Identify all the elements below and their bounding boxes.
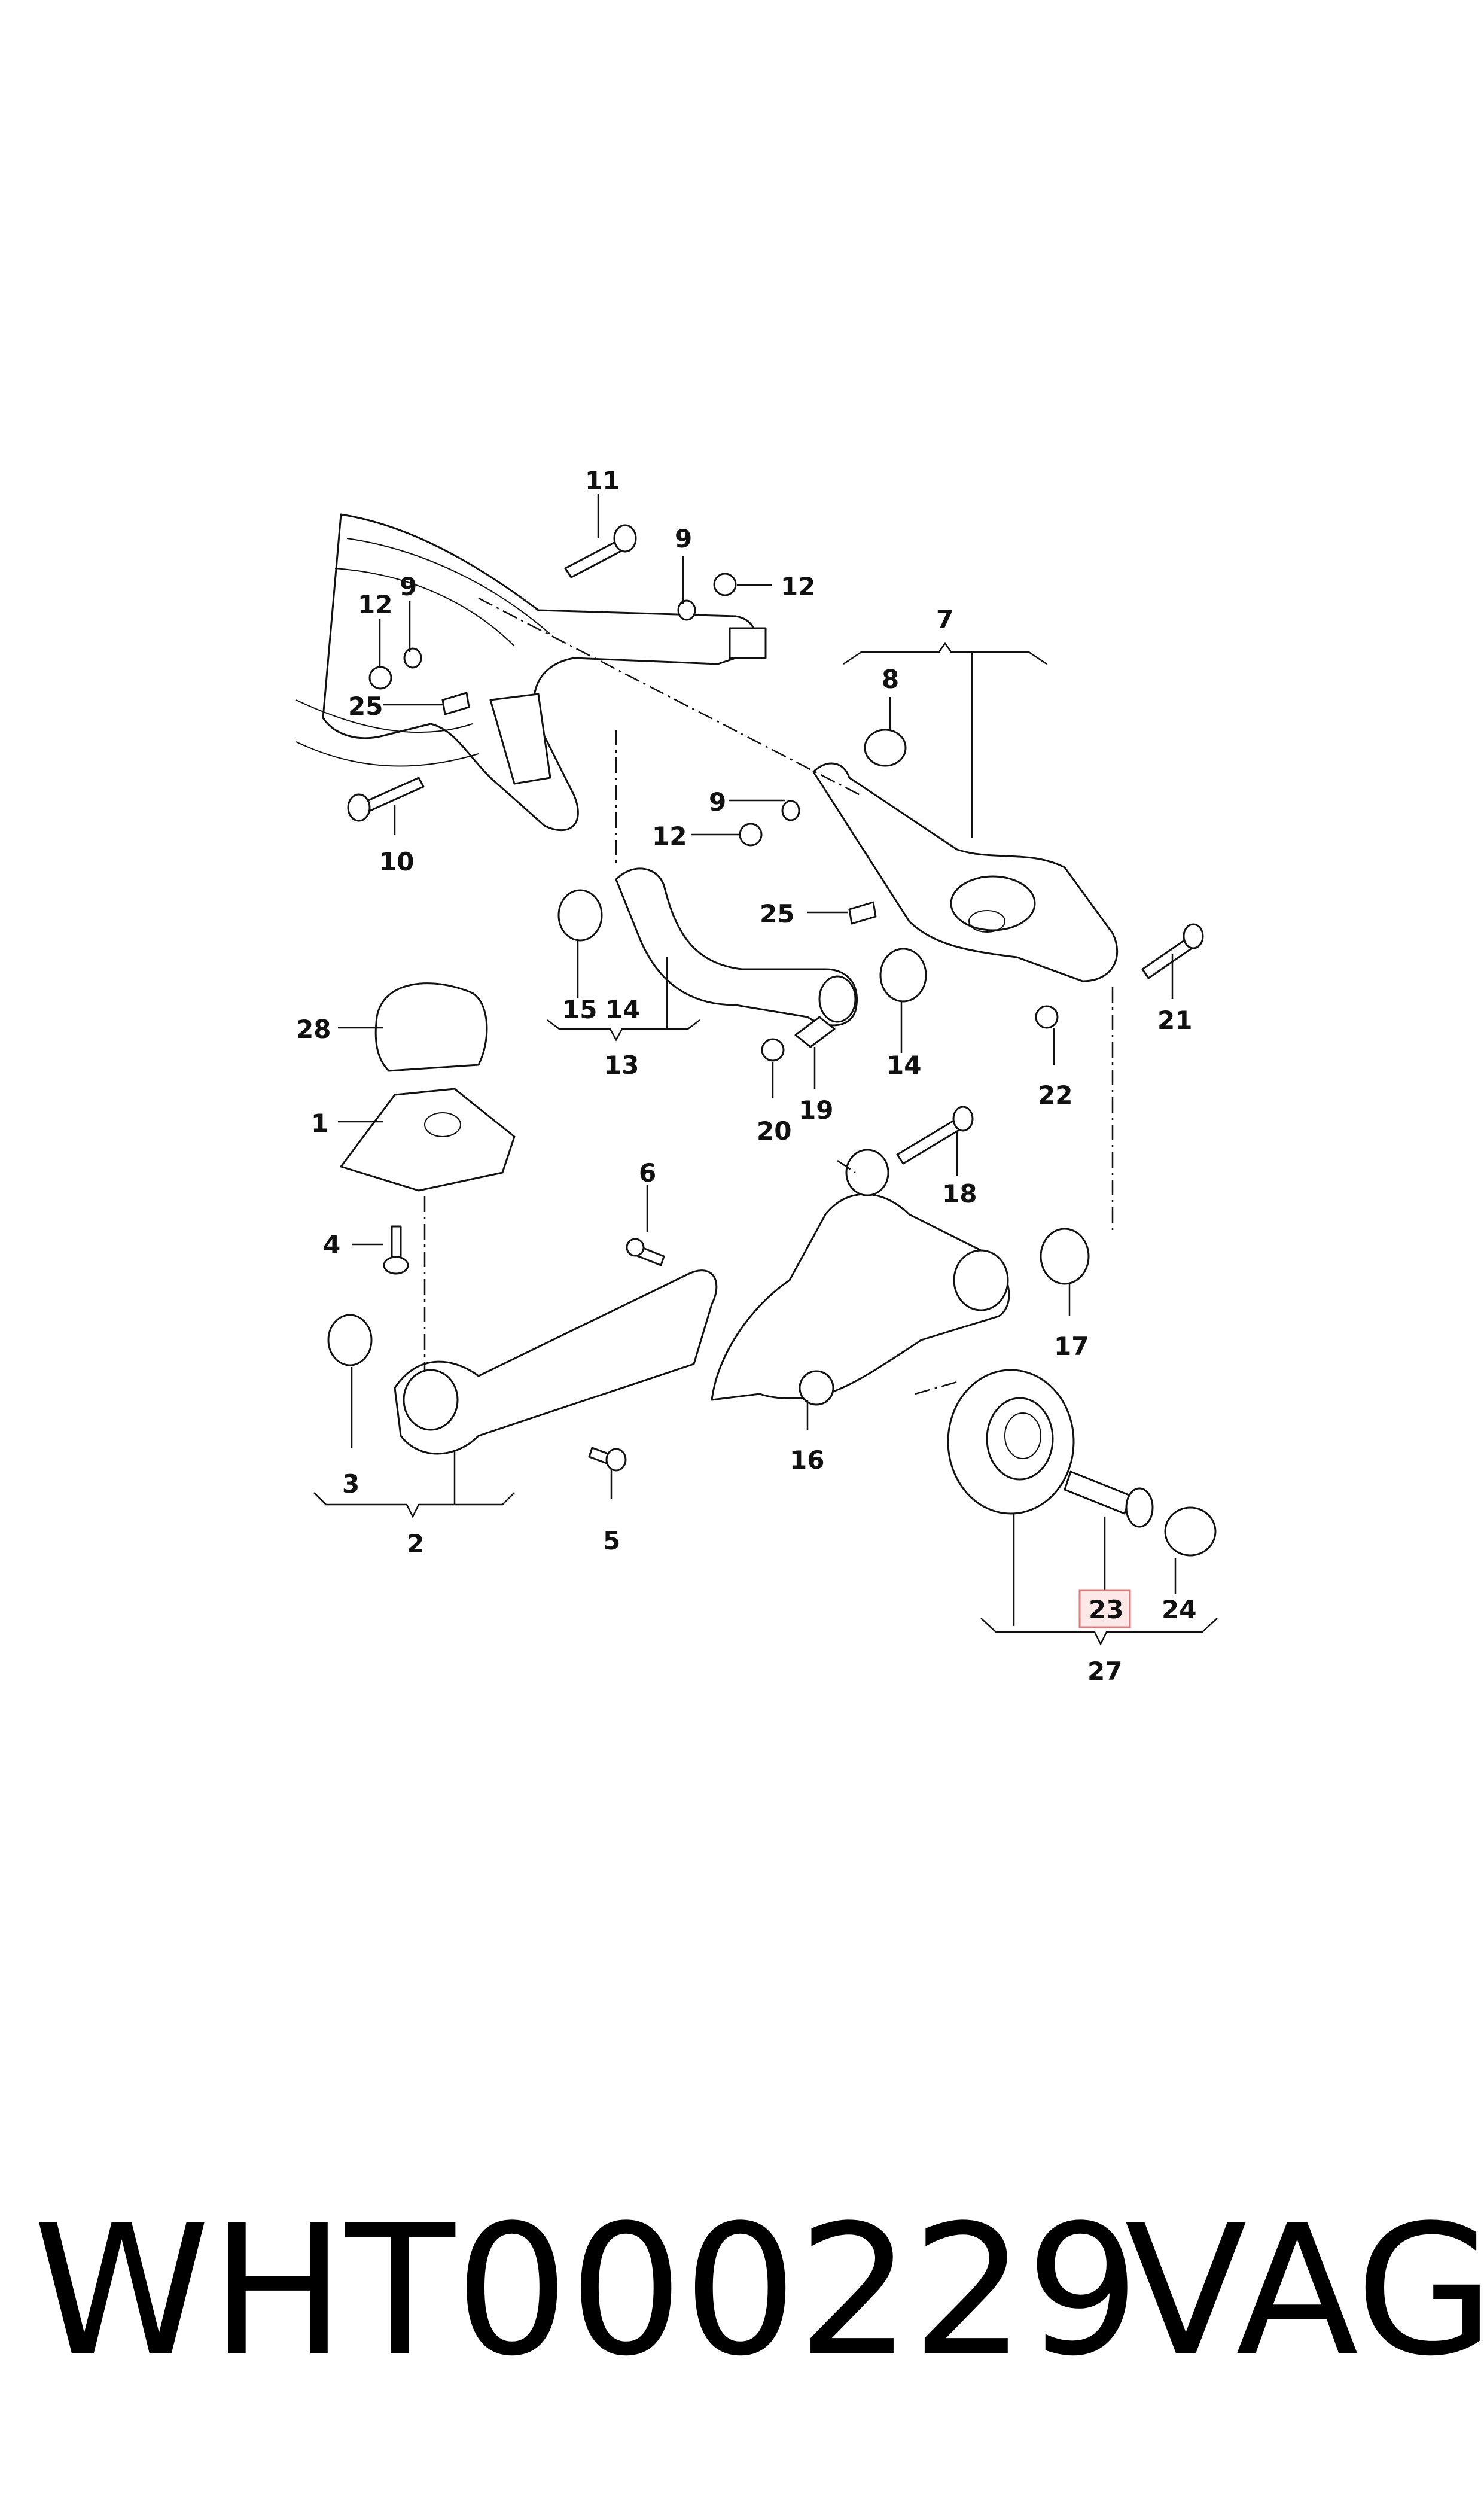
bushings <box>327 729 1090 1366</box>
mount-1 <box>340 1088 516 1192</box>
callout-28: 28 <box>296 1015 331 1044</box>
callout-5: 5 <box>603 1526 620 1555</box>
bushing-17 <box>1040 1228 1090 1285</box>
callout-8: 8 <box>882 665 899 694</box>
hub-bolt-23 <box>1064 1470 1132 1515</box>
callout-25: 25 <box>760 899 794 928</box>
assembly-lines <box>423 597 1114 1395</box>
sleeve-25b <box>848 901 877 925</box>
callout-12: 12 <box>358 590 392 619</box>
wheel-carrier <box>711 1149 1010 1406</box>
nut-12b <box>713 573 737 596</box>
callout-1: 1 <box>311 1109 328 1138</box>
callout-19: 19 <box>799 1095 833 1125</box>
callout-27: 27 <box>1087 1657 1122 1686</box>
callout-2: 2 <box>407 1529 424 1558</box>
callout-9: 9 <box>675 524 692 553</box>
highlight-box-23 <box>1078 1589 1131 1628</box>
callout-18: 18 <box>942 1179 977 1208</box>
callout-11: 11 <box>585 466 620 495</box>
callout-23: 23 <box>1089 1595 1123 1624</box>
bushing-14 <box>879 948 927 1003</box>
nut-20 <box>761 1038 785 1062</box>
mount-assembly <box>340 982 516 1192</box>
callout-17: 17 <box>1054 1332 1089 1361</box>
callout-9: 9 <box>400 572 417 601</box>
bolt-18 <box>896 1118 964 1165</box>
callout-21: 21 <box>1157 1006 1192 1035</box>
callout-22: 22 <box>1038 1080 1072 1110</box>
upper-control-arm <box>812 762 1119 982</box>
trailing-arm <box>394 1269 718 1455</box>
washer-9c <box>781 800 800 821</box>
callout-14: 14 <box>605 995 640 1024</box>
sleeve-25a <box>441 692 470 715</box>
subframe <box>295 513 767 832</box>
dust-cap-24 <box>1164 1506 1217 1557</box>
wheel-hub <box>947 1369 1217 1557</box>
washer-9b <box>677 599 696 621</box>
part-number: WHT000229 <box>33 2187 1140 2395</box>
callout-13: 13 <box>604 1051 639 1080</box>
nut-22 <box>1035 1005 1059 1029</box>
clip-19 <box>794 1016 836 1048</box>
callout-25: 25 <box>348 692 383 721</box>
mount-cap-28 <box>374 982 488 1072</box>
callout-14: 14 <box>886 1051 921 1080</box>
washer-9a <box>403 647 422 669</box>
callout-24: 24 <box>1162 1595 1196 1624</box>
callout-12: 12 <box>652 821 687 851</box>
bushing-3 <box>327 1314 373 1366</box>
callout-10: 10 <box>379 847 414 876</box>
fasteners <box>347 524 1204 1472</box>
callout-9: 9 <box>709 787 726 817</box>
callout-3: 3 <box>342 1469 359 1499</box>
bushing-8 <box>864 729 907 767</box>
callout-4: 4 <box>323 1230 340 1259</box>
nut-12a <box>368 666 392 690</box>
callout-20: 20 <box>757 1116 791 1146</box>
leader-lines <box>313 494 1218 1646</box>
bushing-15 <box>557 889 603 942</box>
bent-link-arm <box>615 867 858 1027</box>
callout-16: 16 <box>790 1445 824 1475</box>
callout-12: 12 <box>781 572 815 601</box>
nut-12c <box>739 823 763 847</box>
callout-labels: 11 9 12 9 12 25 10 7 8 9 12 25 15 14 13 … <box>296 466 1196 1686</box>
callout-6: 6 <box>639 1158 656 1188</box>
brand-name: VAG <box>1125 2187 1484 2395</box>
callout-15: 15 <box>562 995 597 1024</box>
callout-7: 7 <box>936 605 953 634</box>
